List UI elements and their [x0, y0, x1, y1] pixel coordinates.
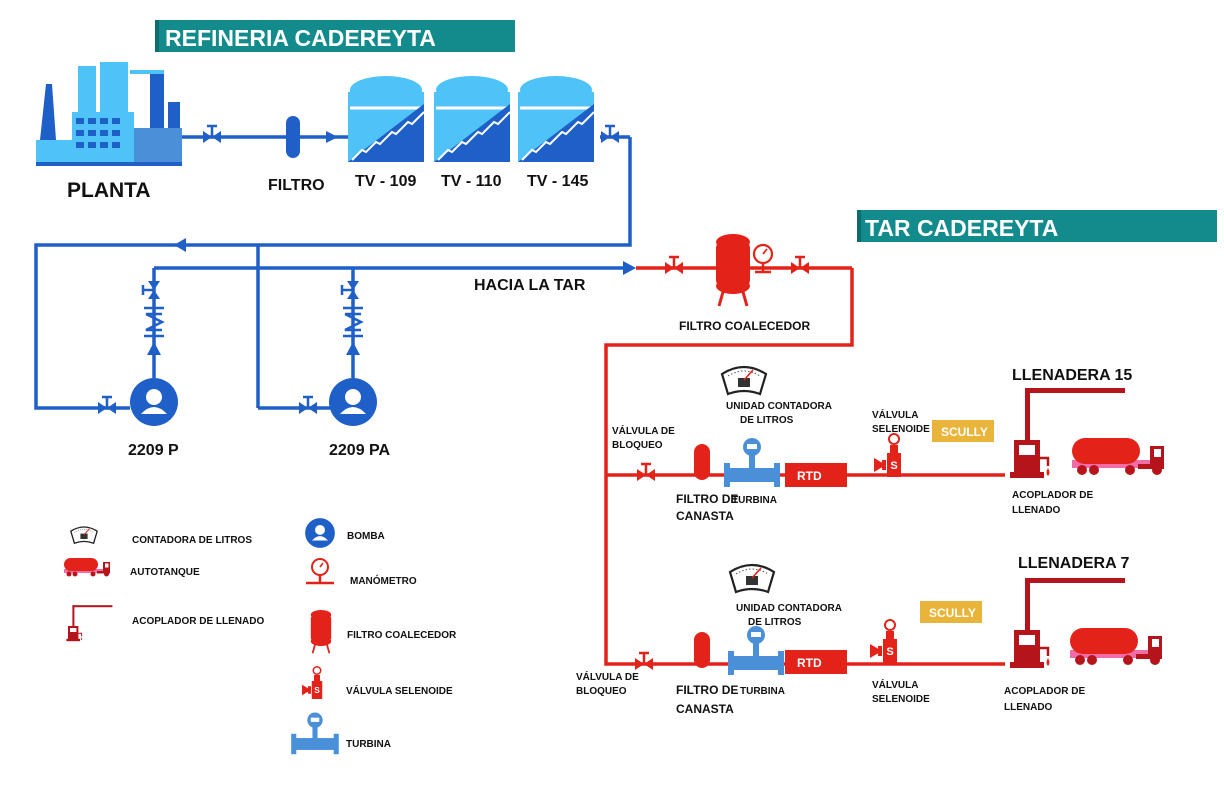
rtd-label: RTD — [797, 469, 822, 483]
turbine-icon — [728, 626, 784, 675]
solenoid-valve-icon — [869, 619, 898, 664]
meter-icon — [70, 526, 98, 544]
refineria-title: REFINERIA CADEREYTA — [165, 25, 436, 51]
legend-bomba: BOMBA — [347, 531, 385, 542]
valve-label: BLOQUEO — [612, 440, 663, 451]
pump-icon — [329, 378, 377, 426]
meter-label: UNIDAD CONTADORA — [726, 401, 832, 412]
truck-icon — [1072, 438, 1164, 475]
coupler-icon — [65, 604, 113, 642]
valve-label: VÁLVULA DE — [576, 670, 639, 683]
legend-filtro-coalecedor: FILTRO COALECEDOR — [347, 630, 457, 641]
valve-icon — [297, 395, 319, 416]
hacia-label: HACIA LA TAR — [474, 277, 586, 294]
filtro-label: FILTRO — [268, 177, 325, 194]
valve-icon — [633, 651, 655, 672]
flow-arrow-icon — [346, 342, 360, 355]
flow-arrow-icon — [147, 342, 161, 355]
valve-icon — [599, 124, 621, 145]
pump-label: 2209 P — [128, 442, 179, 459]
tank-label: TV - 145 — [527, 173, 588, 190]
valve-icon — [340, 279, 361, 301]
manometer-icon — [306, 558, 334, 585]
llenadera-7-title: LLENADERA 7 — [1018, 555, 1130, 572]
tar-header: TAR CADEREYTA — [857, 210, 1217, 242]
solenoid-label: VÁLVULA — [872, 678, 918, 691]
legend: CONTADORA DE LITROS AUTOTANQUE ACOPLADOR… — [64, 518, 457, 755]
meter-icon — [720, 365, 768, 396]
solenoid-label: SELENOIDE — [872, 694, 930, 705]
rtd-box — [785, 650, 847, 674]
valve-icon — [663, 255, 685, 276]
filter-label: FILTRO DE — [676, 683, 738, 697]
filter-label: CANASTA — [676, 702, 734, 716]
tank-tv109-icon — [348, 76, 425, 162]
solenoid-valve-icon — [873, 433, 902, 478]
solenoid-label: VÁLVULA — [872, 408, 918, 421]
legend-autotanque: AUTOTANQUE — [130, 567, 200, 578]
solenoid-valve-icon — [301, 666, 323, 700]
valve-label: BLOQUEO — [576, 686, 627, 697]
scully-label: SCULLY — [929, 606, 976, 620]
truck-icon — [64, 558, 110, 577]
meter-label: DE LITROS — [740, 415, 794, 426]
valve-icon — [201, 124, 223, 145]
coalecedor-label: FILTRO COALECEDOR — [679, 319, 810, 333]
truck-icon — [1070, 628, 1162, 665]
pump-icon — [305, 518, 335, 548]
scully-box — [920, 601, 982, 623]
tank-label: TV - 109 — [355, 173, 416, 190]
coupler-label: ACOPLADOR DE — [1012, 490, 1093, 501]
coupler-label: LLENADO — [1004, 702, 1053, 713]
tank-tv145-icon — [518, 76, 595, 162]
scully-label: SCULLY — [941, 425, 988, 439]
turbine-label: TURBINA — [740, 686, 785, 697]
solenoid-label: SELENOIDE — [872, 424, 930, 435]
turbine-icon — [724, 438, 780, 487]
filter-label: CANASTA — [676, 509, 734, 523]
legend-valvula-selenoide: VÁLVULA SELENOIDE — [346, 684, 453, 697]
flow-arrow-icon — [174, 238, 186, 252]
legend-contadora: CONTADORA DE LITROS — [132, 535, 252, 546]
scully-box — [932, 420, 994, 442]
coalescer-filter-icon — [309, 609, 333, 655]
tar-title: TAR CADEREYTA — [865, 215, 1058, 241]
valve-label: VÁLVULA DE — [612, 424, 675, 437]
turbine-icon — [291, 712, 339, 755]
basket-filter-icon — [694, 632, 710, 668]
meter-icon — [728, 563, 776, 594]
tank-label: TV - 110 — [441, 173, 502, 190]
pump-icon — [130, 378, 178, 426]
turbine-label: TURBINA — [732, 495, 777, 506]
coupler-label: LLENADO — [1012, 505, 1061, 516]
flow-arrow-icon — [623, 261, 636, 275]
rtd-box — [785, 463, 847, 487]
meter-label: DE LITROS — [748, 617, 802, 628]
legend-turbina: TURBINA — [346, 739, 391, 750]
filter-label: FILTRO DE — [676, 492, 738, 506]
llenadera-15-title: LLENADERA 15 — [1012, 367, 1132, 384]
plant-icon — [36, 62, 182, 166]
valve-icon — [789, 255, 811, 276]
coupler-label: ACOPLADOR DE — [1004, 686, 1085, 697]
rtd-label: RTD — [797, 656, 822, 670]
meter-label: UNIDAD CONTADORA — [736, 603, 842, 614]
coalescer-filter-icon — [714, 232, 752, 308]
flow-arrow-icon — [326, 131, 338, 143]
valve-icon — [635, 462, 657, 483]
refineria-header: REFINERIA CADEREYTA — [155, 20, 515, 52]
legend-acoplador: ACOPLADOR DE LLENADO — [132, 616, 264, 627]
legend-manometro: MANÓMETRO — [350, 574, 417, 587]
valve-icon — [141, 279, 162, 301]
tank-tv110-icon — [434, 76, 511, 162]
basket-filter-icon — [694, 444, 710, 480]
filter-icon — [286, 116, 300, 158]
planta-label: PLANTA — [67, 179, 151, 202]
pump-label: 2209 PA — [329, 442, 391, 459]
valve-icon — [96, 395, 118, 416]
